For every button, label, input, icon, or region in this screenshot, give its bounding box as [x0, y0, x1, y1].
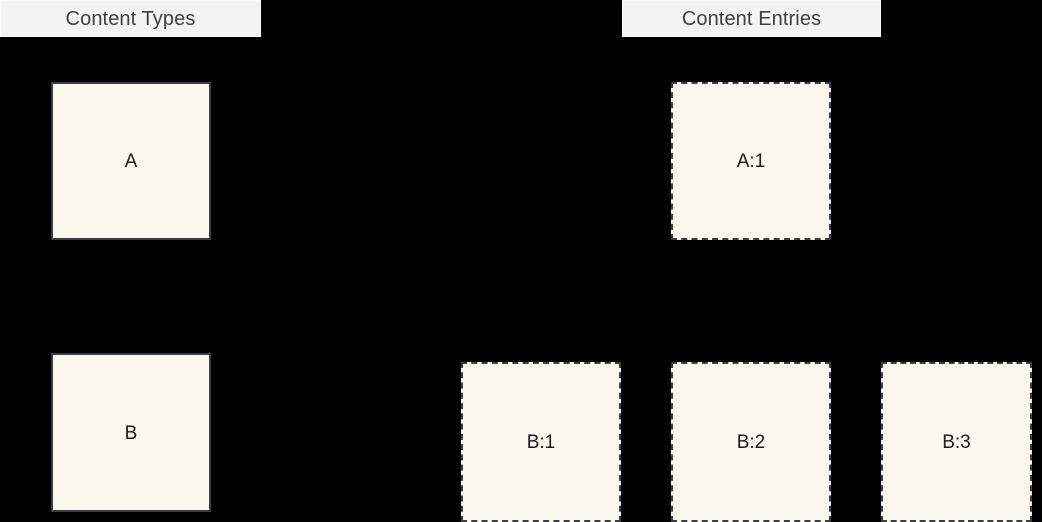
column-header-content-entries-label: Content Entries: [681, 7, 822, 30]
content-entry-node-b3-label: B:3: [942, 432, 971, 453]
column-header-content-types-label: Content Types: [65, 7, 196, 30]
content-entry-node-b3[interactable]: B:3: [881, 362, 1032, 522]
content-entry-node-a1-label: A:1: [736, 151, 766, 172]
content-entry-node-b2-label: B:2: [736, 432, 766, 453]
content-entry-node-a1[interactable]: A:1: [671, 82, 831, 240]
content-type-node-a[interactable]: A: [51, 82, 211, 240]
column-header-content-entries: Content Entries: [622, 0, 881, 37]
content-entry-node-b2[interactable]: B:2: [671, 362, 831, 522]
content-entry-node-b1-label: B:1: [526, 432, 556, 453]
content-type-node-a-label: A: [124, 151, 138, 172]
content-entry-node-b1[interactable]: B:1: [461, 362, 621, 522]
content-type-node-b-label: B: [124, 423, 138, 444]
column-header-content-types: Content Types: [0, 0, 261, 37]
content-type-node-b[interactable]: B: [51, 353, 211, 512]
